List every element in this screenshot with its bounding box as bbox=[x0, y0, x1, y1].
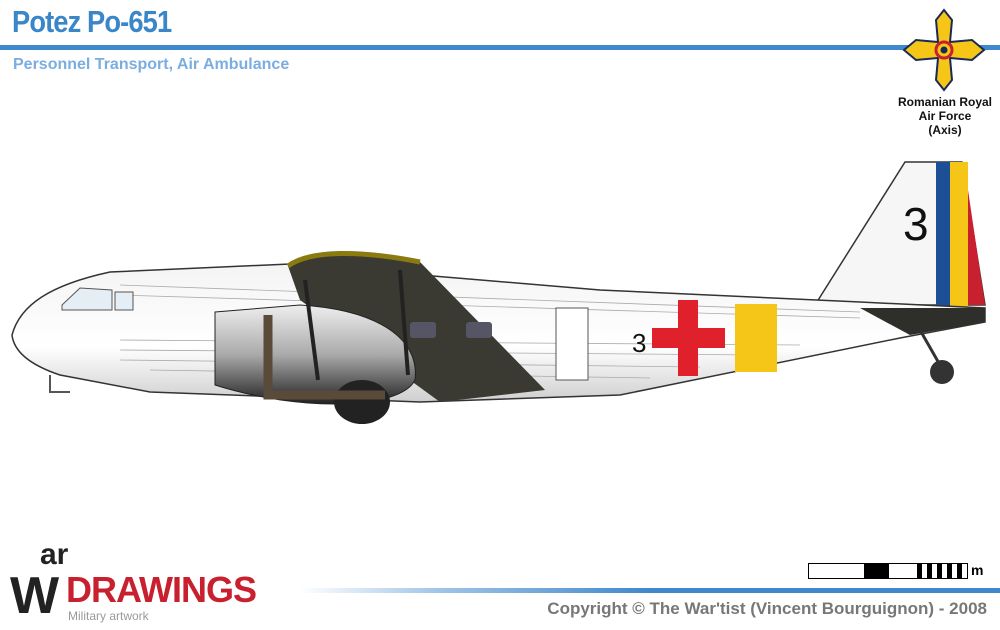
wing-leading-edge bbox=[286, 251, 421, 269]
exhaust-pipe bbox=[263, 315, 385, 400]
insignia-line-3: (Axis) bbox=[928, 123, 962, 137]
yellow-band-marking bbox=[735, 304, 777, 372]
cockpit-window bbox=[61, 287, 113, 311]
cabin-window bbox=[410, 322, 436, 338]
page-subtitle: Personnel Transport, Air Ambulance bbox=[13, 56, 290, 73]
wardrawings-logo: ar W DRAWINGS Military artwork bbox=[10, 540, 310, 624]
insignia-caption: Romanian Royal Air Force (Axis) bbox=[880, 95, 1000, 137]
logo-ar: ar bbox=[40, 538, 69, 571]
cabin-door bbox=[555, 307, 589, 381]
romanian-cross-insignia-icon bbox=[902, 8, 986, 92]
footer-divider bbox=[300, 588, 1000, 593]
rudder-stripe-blue bbox=[936, 162, 950, 307]
fuselage-code: 3 bbox=[632, 328, 646, 358]
scale-unit: m bbox=[971, 562, 984, 578]
cabin-window bbox=[466, 322, 492, 338]
page-title: Potez Po-651 bbox=[12, 4, 172, 39]
scale-bar bbox=[808, 563, 968, 579]
header-divider bbox=[0, 45, 1000, 50]
rudder-stripe-red bbox=[968, 190, 985, 305]
insignia-line-2: Air Force bbox=[918, 109, 972, 123]
rudder-stripe-yellow bbox=[950, 162, 968, 307]
insignia-line-1: Romanian Royal bbox=[897, 95, 993, 109]
tailplane bbox=[860, 308, 985, 335]
logo-subtitle: Military artwork bbox=[68, 609, 149, 623]
tail-wheel bbox=[930, 360, 954, 384]
logo-drawings: DRAWINGS bbox=[66, 569, 257, 610]
main-wheel bbox=[334, 380, 390, 424]
aircraft-profile: 3 3 bbox=[11, 161, 986, 424]
red-cross-marking bbox=[652, 300, 725, 376]
copyright-text: Copyright © The War'tist (Vincent Bourgu… bbox=[547, 599, 987, 618]
logo-w: W bbox=[10, 567, 60, 625]
nose-step bbox=[49, 375, 70, 393]
cockpit-side-window bbox=[114, 291, 134, 311]
tail-code: 3 bbox=[903, 198, 929, 250]
